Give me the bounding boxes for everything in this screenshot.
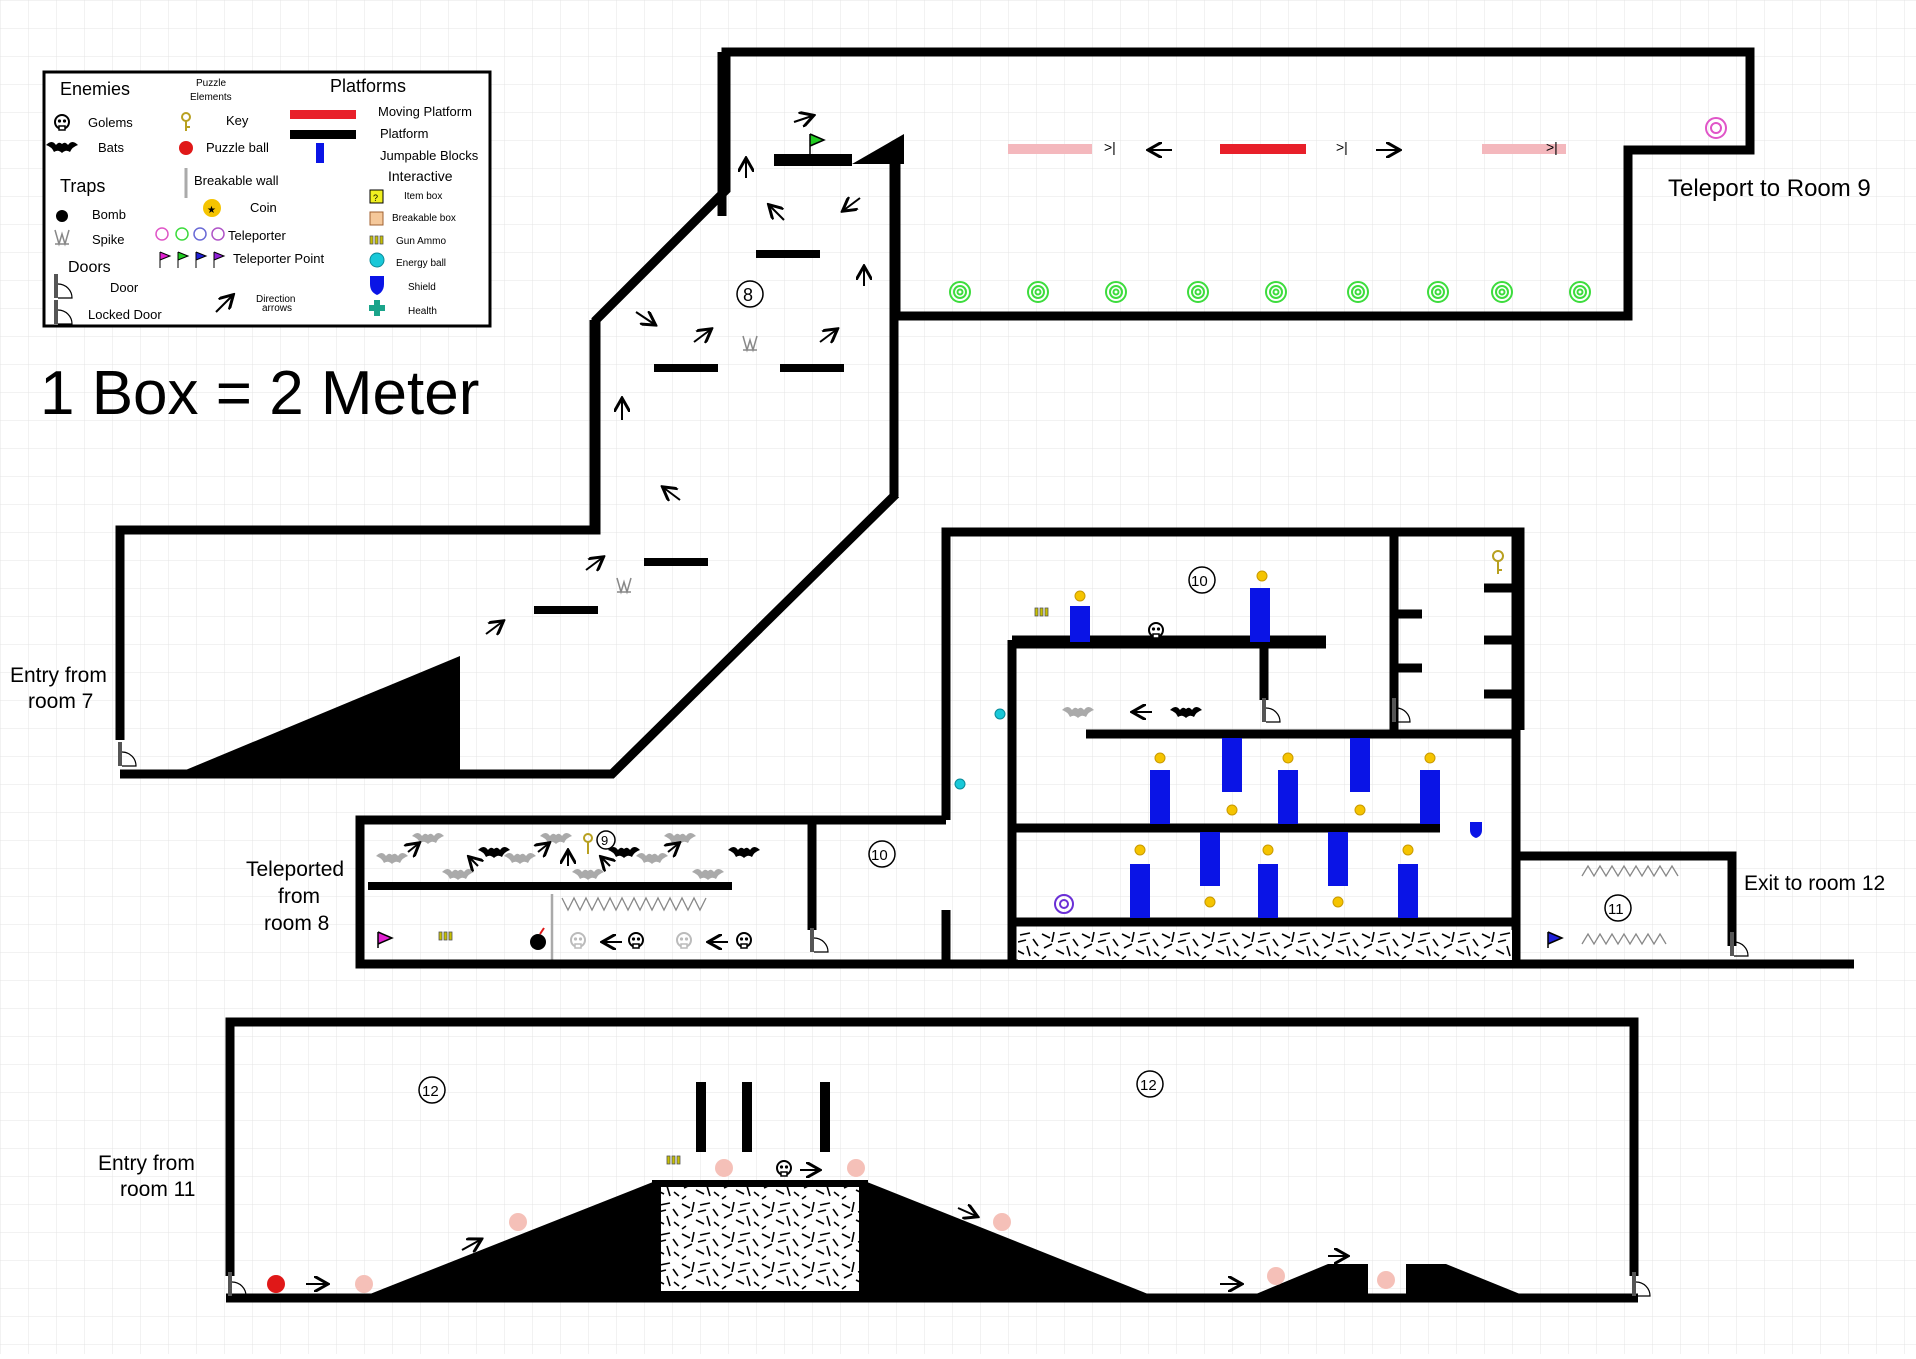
- legend-teleporter-point: Teleporter Point: [233, 251, 324, 266]
- flag-magenta-icon: [377, 931, 394, 948]
- entry-room11-label-2: room 11: [120, 1178, 195, 1201]
- energy-ball-icon: [954, 778, 966, 790]
- coin-icon: ★: [203, 199, 221, 217]
- teleporter-point-icon: [159, 251, 226, 268]
- legend-jumpable-blocks: Jumpable Blocks: [380, 148, 479, 163]
- legend-puzzle-ball: Puzzle ball: [206, 140, 269, 155]
- room-12: 12 12 Entry from room 11: [98, 1017, 1652, 1303]
- legend-gun-ammo: Gun Ammo: [396, 236, 446, 247]
- energy-ball-icon: [369, 252, 385, 268]
- moving-platform-icon: [290, 110, 356, 119]
- spike-row: [561, 896, 707, 912]
- room-10-label: 10: [1191, 573, 1208, 590]
- room-9-label: 9: [601, 833, 608, 848]
- bomb-icon: [56, 210, 68, 222]
- shield-icon: [1470, 822, 1482, 838]
- legend-interactive-heading: Interactive: [388, 168, 453, 184]
- legend-key: Key: [226, 113, 249, 128]
- room-10: 10 10: [360, 532, 1854, 969]
- key-icon: [181, 112, 191, 131]
- legend-locked-door: Locked Door: [88, 307, 162, 322]
- entry-room7-label-2: room 7: [28, 690, 93, 713]
- direction-arrow-icon: [215, 296, 232, 313]
- room-11-label: 11: [1608, 901, 1624, 918]
- legend: Enemies Golems Bats Traps Bomb Spike Doo…: [42, 70, 492, 328]
- legend-enemies-heading: Enemies: [60, 79, 130, 99]
- breakable-floor: [1018, 930, 1512, 960]
- legend-breakable-wall: Breakable wall: [194, 173, 279, 188]
- entry-room11-label-1: Entry from: [98, 1152, 195, 1175]
- scale-title: 1 Box = 2 Meter: [40, 359, 479, 428]
- legend-platform: Platform: [380, 126, 428, 141]
- svg-text:?: ?: [373, 193, 378, 203]
- room-8-label: 8: [743, 285, 753, 305]
- legend-door: Door: [110, 280, 139, 295]
- energy-ball-icon: [994, 708, 1006, 720]
- teleport-room9-label: Teleport to Room 9: [1668, 175, 1871, 202]
- svg-text:>|: >|: [1336, 139, 1348, 155]
- moving-platform: [1220, 144, 1306, 154]
- teleported-label-1: Teleported: [246, 858, 344, 881]
- legend-doors-heading: Doors: [68, 259, 111, 276]
- legend-golems: Golems: [88, 115, 133, 130]
- legend-health: Health: [408, 306, 437, 317]
- legend-puzzle-heading-2: Elements: [190, 92, 232, 103]
- flag-blue-icon: [1547, 931, 1564, 948]
- exit-room12-label: Exit to room 12: [1744, 872, 1885, 895]
- legend-direction-2: arrows: [262, 303, 292, 314]
- room-12-label-b: 12: [1140, 1077, 1157, 1094]
- room-12-label: 12: [422, 1083, 439, 1100]
- flag-green-icon: [809, 133, 826, 158]
- puzzle-ball-icon: [267, 1275, 285, 1293]
- teleporter-purple-icon: [1054, 894, 1074, 914]
- moving-platform-ghost: [1482, 144, 1566, 154]
- bomb-icon: [530, 927, 546, 950]
- teleporter-icon: [155, 227, 225, 241]
- legend-energy-ball: Energy ball: [396, 258, 446, 269]
- entry-room7-label-1: Entry from: [10, 664, 107, 687]
- legend-direction-1: Direction: [256, 294, 295, 305]
- legend-traps-heading: Traps: [60, 176, 105, 196]
- breakable-block: [655, 1181, 865, 1297]
- legend-breakable-box: Breakable box: [392, 213, 456, 224]
- svg-text:>|: >|: [1546, 139, 1558, 155]
- legend-item-box: Item box: [404, 191, 442, 202]
- key-icon: [1492, 550, 1504, 574]
- svg-text:★: ★: [207, 205, 216, 216]
- legend-shield: Shield: [408, 282, 436, 293]
- shield-icon: [370, 276, 384, 295]
- teleporter-pink-icon: [1705, 117, 1727, 139]
- svg-text:>|: >|: [1104, 139, 1116, 155]
- legend-platforms-heading: Platforms: [330, 76, 406, 96]
- platform-icon: [290, 130, 356, 139]
- room-10-label-b: 10: [871, 847, 888, 864]
- legend-puzzle-heading-1: Puzzle: [196, 78, 226, 89]
- room-8: >| >| >| 8: [10, 47, 1871, 779]
- jumpable-block-icon: [316, 143, 324, 163]
- legend-teleporter: Teleporter: [228, 228, 286, 243]
- legend-bats: Bats: [98, 140, 125, 155]
- teleported-label-3: room 8: [264, 912, 329, 935]
- moving-platform-ghost: [1008, 144, 1092, 154]
- legend-spike: Spike: [92, 232, 125, 247]
- health-icon: [369, 300, 385, 316]
- legend-coin: Coin: [250, 200, 277, 215]
- item-box-icon: ?: [369, 189, 384, 204]
- room-11: 11 Exit to room 12: [1547, 864, 1885, 958]
- teleported-label-2: from: [278, 885, 320, 908]
- legend-moving-platform: Moving Platform: [378, 104, 472, 119]
- legend-bomb: Bomb: [92, 207, 126, 222]
- key-icon: [583, 833, 593, 854]
- breakable-box-icon: [369, 211, 384, 226]
- puzzle-ball-icon: [179, 141, 193, 155]
